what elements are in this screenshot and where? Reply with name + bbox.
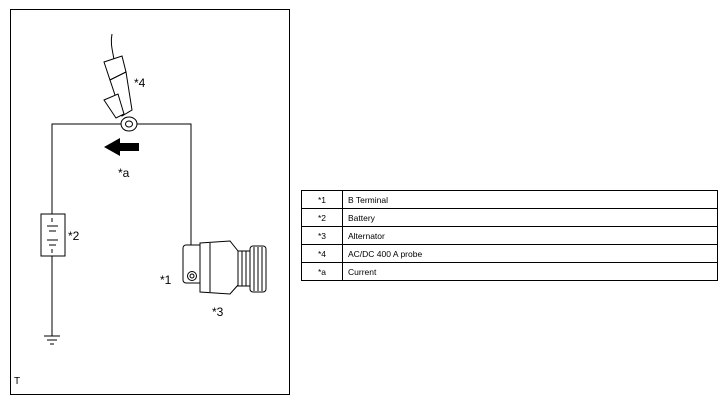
current-callout: *a — [118, 166, 130, 180]
legend-description: Current — [342, 262, 718, 281]
legend-key: *1 — [301, 190, 343, 209]
legend-key: *2 — [301, 208, 343, 227]
table-row: *4 AC/DC 400 A probe — [301, 244, 718, 263]
alternator-symbol — [182, 240, 267, 295]
battery-callout: *2 — [68, 229, 80, 243]
table-row: *a Current — [301, 262, 718, 281]
terminal-callout: *1 — [160, 273, 172, 287]
legend-description: B Terminal — [342, 190, 718, 209]
legend-table: *1 B Terminal *2 Battery *3 Alternator *… — [301, 190, 718, 281]
legend-description: AC/DC 400 A probe — [342, 244, 718, 263]
current-arrow-icon — [104, 138, 139, 156]
probe-callout: *4 — [134, 76, 146, 90]
table-row: *3 Alternator — [301, 226, 718, 245]
legend-description: Alternator — [342, 226, 718, 245]
battery-symbol — [40, 213, 66, 257]
table-row: *1 B Terminal — [301, 190, 718, 209]
frame-code: T — [14, 376, 20, 387]
legend-key: *a — [301, 262, 343, 281]
legend-key: *4 — [301, 244, 343, 263]
clamp-probe — [103, 33, 138, 132]
diagram-frame — [10, 9, 290, 395]
alternator-callout: *3 — [212, 305, 224, 319]
table-row: *2 Battery — [301, 208, 718, 227]
legend-description: Battery — [342, 208, 718, 227]
legend-key: *3 — [301, 226, 343, 245]
ground-symbol — [44, 294, 60, 345]
